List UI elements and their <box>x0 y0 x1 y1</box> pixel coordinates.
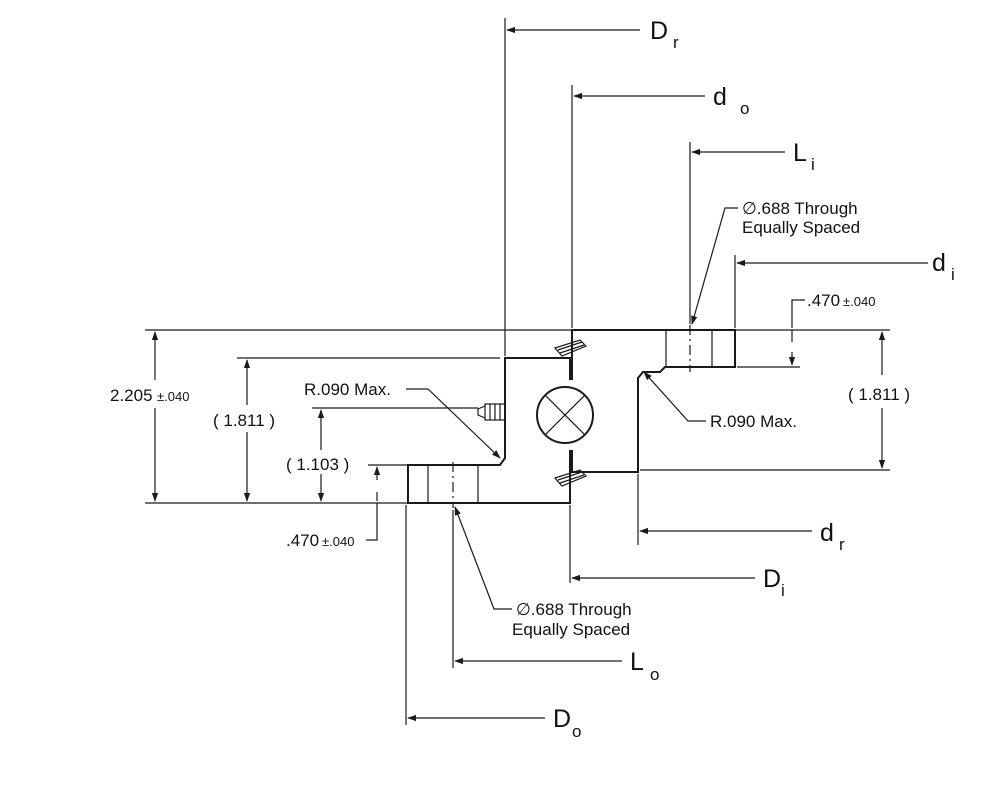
hole-note-top-line1: ∅.688 Through <box>742 199 858 218</box>
dim-Lo-sub: o <box>650 665 659 684</box>
dim-di-sub: i <box>951 265 955 284</box>
dim-1103: ( 1.103 ) <box>286 409 349 502</box>
dim-flange-bottom: .470 ±.040 <box>286 466 381 550</box>
dim-Di-sub: i <box>781 581 785 600</box>
grease-fitting <box>477 403 506 421</box>
dim-1811-left-value: ( 1.811 ) <box>213 411 275 430</box>
dim-Li-sub: i <box>811 155 815 174</box>
dim-Dr-main: D <box>650 17 668 45</box>
dim-Lo-main: L <box>630 648 644 676</box>
dim-overall-height: 2.205 ±.040 <box>110 331 189 502</box>
hole-note-bottom-line2: Equally Spaced <box>512 620 630 639</box>
dim-1811-right: ( 1.811 ) <box>848 331 910 469</box>
dim-do-sub: o <box>740 99 749 118</box>
dim-di-main: d <box>932 249 946 277</box>
dim-Do: D o <box>407 705 581 741</box>
seal-top <box>553 339 588 357</box>
dim-Do-sub: o <box>572 722 581 741</box>
radius-callout-right: R.090 Max. <box>643 371 797 431</box>
ball <box>536 386 594 444</box>
radius-callout-left-text: R.090 Max. <box>304 380 391 399</box>
dim-flange-top-tol: ±.040 <box>843 294 875 309</box>
dim-Do-main: D <box>553 705 571 733</box>
dim-dr-sub: r <box>839 535 845 554</box>
dim-Dr-sub: r <box>673 33 679 52</box>
hole-note-top-line2: Equally Spaced <box>742 218 860 237</box>
dim-Di: D i <box>571 565 785 600</box>
dim-Lo: L o <box>454 648 659 684</box>
radius-callout-right-text: R.090 Max. <box>710 412 797 431</box>
dim-Di-main: D <box>763 565 781 593</box>
dim-do-main: d <box>713 83 727 111</box>
dim-flange-bottom-value: .470 <box>286 531 319 550</box>
dim-Li: L i <box>691 139 815 174</box>
ball-raceway <box>532 380 598 450</box>
dim-di: d i <box>736 249 955 284</box>
dim-flange-top: .470 ±.040 <box>788 291 875 366</box>
dim-Li-main: L <box>793 139 807 167</box>
dim-1103-value: ( 1.103 ) <box>286 455 349 474</box>
dim-do: d o <box>573 83 749 118</box>
extension-lines <box>145 18 890 725</box>
dim-flange-top-value: .470 <box>807 291 840 310</box>
dim-overall-height-tol: ±.040 <box>157 389 189 404</box>
hole-note-bottom: ∅.688 Through Equally Spaced <box>454 506 632 639</box>
dim-overall-height-value: 2.205 <box>110 386 153 405</box>
dim-1811-right-value: ( 1.811 ) <box>848 385 910 404</box>
seal-bottom <box>553 469 588 487</box>
dim-Dr: D r <box>506 17 679 52</box>
dim-1811-left: ( 1.811 ) <box>213 359 275 502</box>
radius-callout-left: R.090 Max. <box>304 380 501 459</box>
dim-dr-main: d <box>820 519 834 547</box>
dim-flange-bottom-tol: ±.040 <box>322 534 354 549</box>
dim-dr: d r <box>639 519 845 554</box>
hole-note-top: ∅.688 Through Equally Spaced <box>691 199 860 325</box>
hole-note-bottom-line1: ∅.688 Through <box>516 600 632 619</box>
inner-ring-section <box>571 325 736 473</box>
